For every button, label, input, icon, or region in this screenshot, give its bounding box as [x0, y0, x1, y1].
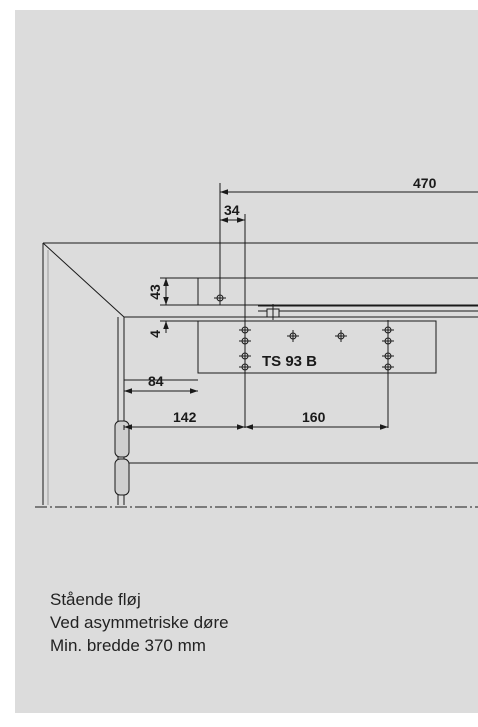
mount-hole: [382, 335, 394, 347]
mount-hole: [239, 350, 251, 362]
dim-label-4: 4: [147, 330, 163, 338]
frame-outline: [42, 242, 478, 505]
hinge-upper: [114, 420, 130, 458]
dim-label-84: 84: [148, 373, 164, 389]
dim-label-142: 142: [173, 409, 197, 425]
dim-label-34: 34: [224, 202, 240, 218]
mount-hole: [382, 350, 394, 362]
dim-label-43: 43: [147, 284, 163, 300]
dim-label-160: 160: [302, 409, 326, 425]
caption-line: Ved asymmetriske døre: [50, 613, 229, 632]
mount-hole: [382, 361, 394, 373]
mount-hole: [239, 335, 251, 347]
arm-rail: [258, 305, 478, 312]
mount-hole: [287, 330, 299, 342]
mount-hole: [382, 324, 394, 336]
mounting-plate: [197, 277, 478, 306]
caption-line: Stående fløj: [50, 590, 141, 609]
model-label: TS 93 B: [262, 353, 317, 370]
mount-hole: [239, 361, 251, 373]
dim-label-470: 470: [413, 175, 437, 191]
caption-line: Min. bredde 370 mm: [50, 636, 206, 655]
hinge-lower: [114, 458, 130, 496]
mount-hole: [214, 292, 226, 304]
caption: Stående fløj Ved asymmetriske døre Min. …: [50, 588, 229, 657]
closer-body: [197, 320, 437, 374]
mount-hole: [239, 324, 251, 336]
mount-hole: [335, 330, 347, 342]
